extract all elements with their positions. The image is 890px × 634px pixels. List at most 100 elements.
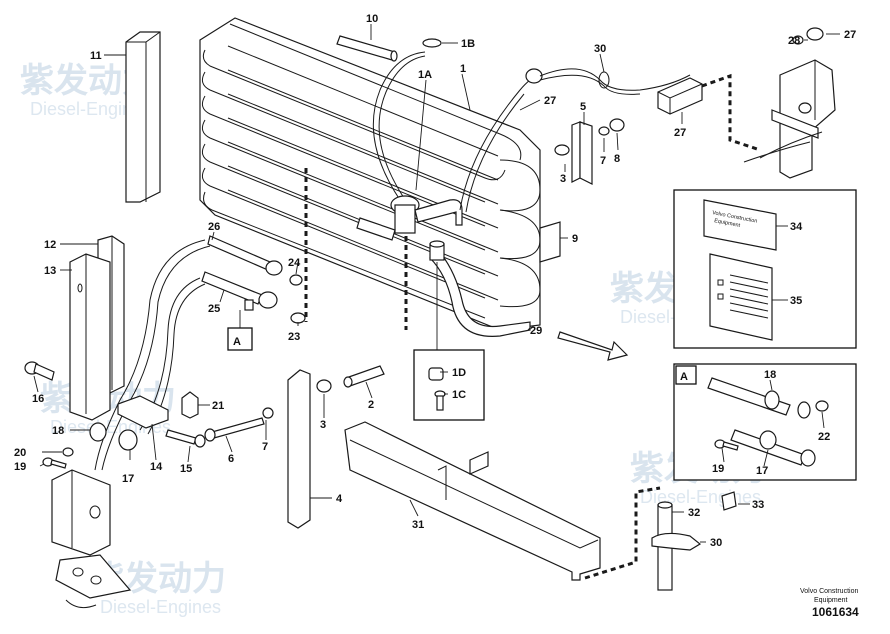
part-35-decal <box>709 253 773 341</box>
expansion-valve <box>356 195 463 241</box>
callout-17: 17 <box>122 473 134 485</box>
callout-24: 24 <box>288 257 301 269</box>
callout-1d: 1D <box>452 367 466 379</box>
callout-7: 7 <box>262 441 268 453</box>
brand-line-2: Equipment <box>814 597 848 604</box>
detail-a-drawing <box>707 377 829 467</box>
callout-27: 27 <box>844 29 856 41</box>
detail-a-tag <box>675 365 697 385</box>
callout-31: 31 <box>412 519 424 531</box>
callout-30: 30 <box>594 43 606 55</box>
part-6-rod <box>204 417 265 442</box>
callout-33: 33 <box>752 499 764 511</box>
part-27-sensor <box>657 77 703 115</box>
part-1b-o-ring <box>422 38 442 48</box>
callout-20: 20 <box>14 447 26 459</box>
callout-3: 3 <box>320 419 326 431</box>
part-13-panel <box>69 253 111 421</box>
detail-reference-a-label: A <box>233 336 241 348</box>
part-9-pad <box>539 221 561 263</box>
part-3-washer <box>554 144 570 156</box>
connection-dash <box>701 73 761 152</box>
callout-19: 19 <box>712 463 724 475</box>
part-21-clip <box>181 391 199 419</box>
part-7-washer <box>598 126 610 136</box>
callout-18: 18 <box>52 425 64 437</box>
part-30-cable-edge <box>539 74 641 95</box>
part-15-bolt <box>165 429 206 448</box>
part-16-bolt <box>24 361 55 381</box>
part-23-o-ring <box>290 312 306 324</box>
mount-bracket-right <box>743 59 836 179</box>
part-18-clamp <box>89 422 107 442</box>
part-26-pipe <box>207 235 283 276</box>
callout-5: 5 <box>580 101 586 113</box>
part-2-spacer <box>343 365 385 388</box>
callout-19: 19 <box>14 461 26 473</box>
part-1a-capillary <box>372 51 426 201</box>
detail-box-1c-1d <box>413 349 485 421</box>
part-19-screw <box>42 457 67 469</box>
watermark-en: Diesel-Engines <box>100 597 221 617</box>
part-34-decal: Volvo Construction Equipment <box>703 199 777 251</box>
callout-28: 28 <box>788 35 800 47</box>
part-4-plate <box>287 369 311 529</box>
service-valve <box>429 240 445 261</box>
part-11-bar <box>125 31 161 203</box>
part-20-washer <box>62 447 74 457</box>
callout-1c: 1C <box>452 389 466 401</box>
callout-17: 17 <box>756 465 768 477</box>
part-24-o-ring <box>289 274 303 286</box>
callout-15: 15 <box>180 463 192 475</box>
part-1-evaporator <box>199 17 541 331</box>
callout-23: 23 <box>288 331 300 343</box>
part-1d-cap <box>428 367 444 381</box>
document-number: 1061634 <box>812 605 859 619</box>
callout-27: 27 <box>544 95 556 107</box>
watermark-en: Diesel-Engines <box>30 99 151 119</box>
callout-10: 10 <box>366 13 378 25</box>
callout-8: 8 <box>614 153 620 165</box>
part-1c-core <box>434 390 446 411</box>
part-10-pipe <box>336 35 398 62</box>
part-8-nut <box>609 118 625 132</box>
brand-line-1: Volvo Construction <box>800 588 858 595</box>
direction-arrow <box>557 331 629 361</box>
grommet <box>525 68 543 84</box>
callout-6: 6 <box>228 453 234 465</box>
callout-32: 32 <box>688 507 700 519</box>
callout-1b: 1B <box>461 38 475 50</box>
detail-a-tag-label: A <box>680 371 688 383</box>
connection-dash <box>584 486 661 580</box>
callout-30: 30 <box>710 537 722 549</box>
part-30-clamp <box>651 532 702 551</box>
mount-bracket <box>51 469 132 609</box>
part-7-washer <box>262 407 274 419</box>
hose-edge <box>101 245 211 471</box>
part-31-duct <box>344 421 601 581</box>
part-30-cable <box>539 68 691 91</box>
callout-4: 4 <box>336 493 343 505</box>
callout-7: 7 <box>600 155 606 167</box>
callout-29: 29 <box>530 325 542 337</box>
callout-3: 3 <box>560 173 566 185</box>
callout-16: 16 <box>32 393 44 405</box>
part-27-sensor-tube-edge <box>465 93 525 213</box>
callout-21: 21 <box>212 400 224 412</box>
callout-13: 13 <box>44 265 56 277</box>
part-28-washer <box>792 35 804 45</box>
part-14-bracket <box>117 395 169 429</box>
callout-12: 12 <box>44 239 56 251</box>
part-27-nut <box>806 27 824 41</box>
callout-35: 35 <box>790 295 802 307</box>
part-3-washer <box>316 379 332 393</box>
part-33-clip <box>721 491 737 511</box>
part-17-clamp <box>118 429 138 451</box>
part-25-pipe <box>201 271 278 311</box>
callout-1: 1 <box>460 63 466 75</box>
decal-line-2: Equipment <box>714 218 741 229</box>
callout-9: 9 <box>572 233 578 245</box>
part-1a-capillary-edge <box>378 55 426 199</box>
